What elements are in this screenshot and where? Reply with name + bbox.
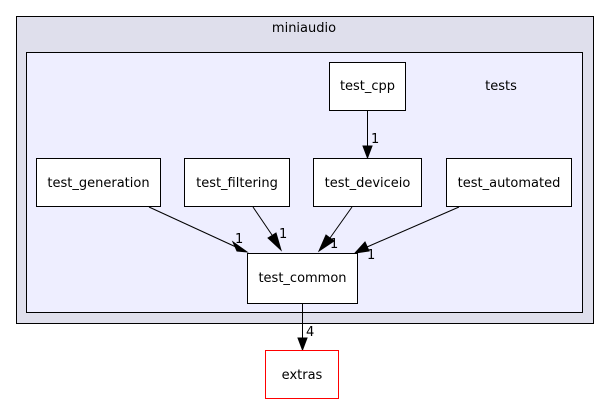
node-test-common[interactable]: test_common (247, 253, 358, 304)
node-label: test_common (258, 271, 346, 286)
node-label: extras (282, 368, 323, 383)
cluster-miniaudio-label: miniaudio (272, 21, 336, 36)
node-test-deviceio[interactable]: test_deviceio (313, 158, 422, 207)
node-test-generation[interactable]: test_generation (36, 158, 161, 207)
edge-generation-to-common: 1 (148, 206, 249, 253)
edge-label: 1 (330, 237, 338, 252)
node-test-filtering[interactable]: test_filtering (184, 158, 290, 207)
node-label: test_generation (47, 176, 149, 191)
edge-common-to-extras: 4 (297, 304, 314, 352)
node-test-automated[interactable]: test_automated (446, 158, 572, 207)
edge-cpp-to-deviceio: 1 (362, 110, 379, 160)
node-label: test_filtering (196, 176, 278, 191)
edge-label: 1 (367, 248, 375, 263)
edge-label: 1 (235, 232, 243, 247)
node-test-cpp[interactable]: test_cpp (329, 62, 406, 111)
node-label: test_deviceio (325, 176, 411, 191)
node-label: test_cpp (340, 79, 395, 94)
cluster-tests-label: tests (485, 79, 517, 94)
edge-deviceio-to-common: 1 (317, 206, 353, 253)
edge-label: 1 (279, 227, 287, 242)
node-extras[interactable]: extras (265, 350, 339, 399)
node-label: test_automated (458, 176, 561, 191)
edge-automated-to-common: 1 (353, 206, 460, 263)
edge-label: 1 (371, 132, 379, 147)
edge-filtering-to-common: 1 (252, 206, 287, 252)
edge-label: 4 (306, 325, 314, 340)
